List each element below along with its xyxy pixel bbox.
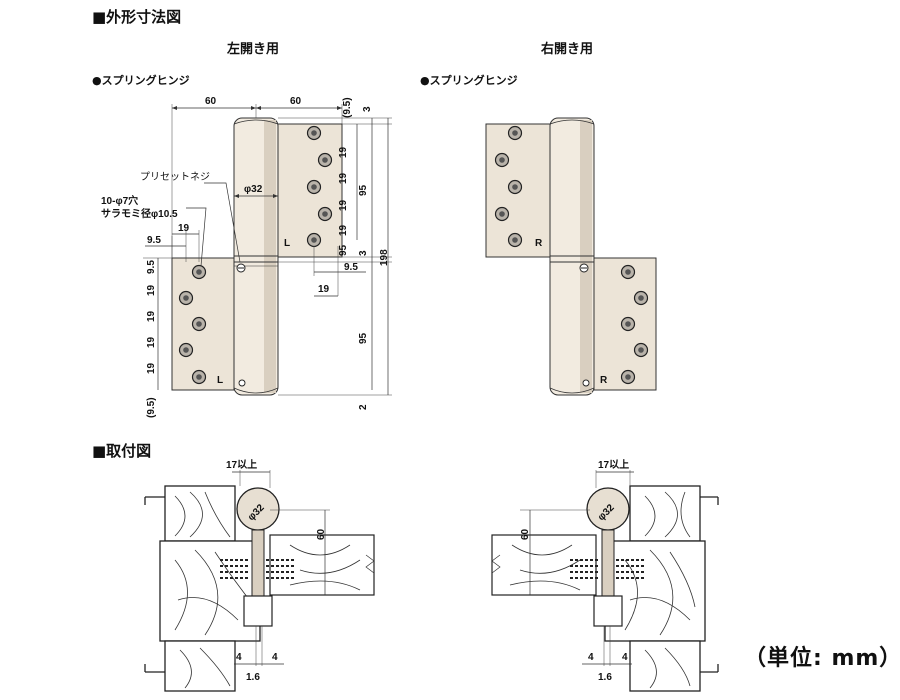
dim-3-top: 3 — [362, 106, 373, 112]
mounting-section-title: ■取付図 — [92, 442, 152, 460]
left-mark-lower: L — [217, 375, 223, 386]
mount-min17-left: 17以上 — [226, 458, 257, 471]
door-panel-left — [269, 534, 375, 596]
right-upper-holes — [494, 125, 523, 248]
right-lower-holes — [620, 264, 649, 385]
right-hinge-title: 右開き用 — [541, 42, 594, 57]
frame-wood-lower-left — [164, 640, 236, 692]
mounting-right: φ32 17以上 60 4 4 1.6 — [491, 458, 719, 692]
frame-wood-upper-right — [629, 485, 701, 542]
dim-9-5-top: (9.5) — [342, 97, 353, 118]
left-mark-upper: L — [284, 238, 290, 249]
dim-9-5-lower-left: 9.5 — [146, 260, 157, 274]
outline-section-title: ■外形寸法図 — [92, 8, 182, 26]
dim-19-topleft: 19 — [178, 223, 190, 234]
mount-1-6-right: 1.6 — [598, 672, 612, 683]
dim-19-l1: 19 — [146, 284, 157, 296]
dim-phi32: φ32 — [244, 184, 263, 195]
dim-95-small: 95 — [338, 244, 349, 256]
dim-60-right: 60 — [290, 96, 302, 107]
dim-19-u2: 19 — [338, 172, 349, 184]
left-hinge-title: 左開き用 — [227, 42, 280, 57]
dim-19-u3: 19 — [338, 199, 349, 211]
dim-9-5-bottom: (9.5) — [146, 397, 157, 418]
dim-9-5-right: 9.5 — [344, 262, 358, 273]
dim-2: 2 — [358, 404, 369, 410]
mount-60-left: 60 — [316, 528, 327, 540]
mount-gap4-a-left: 4 — [236, 652, 242, 663]
right-mark-upper: R — [535, 238, 543, 249]
callout-countersink: サラモミ径φ10.5 — [101, 207, 178, 220]
mount-gap4-b-left: 4 — [272, 652, 278, 663]
dim-95-lower: 95 — [358, 332, 369, 344]
frame-wood-upper-left — [164, 485, 236, 542]
screws-right — [570, 559, 646, 579]
right-mark-lower: R — [600, 375, 608, 386]
dim-9-5-topleft: 9.5 — [147, 235, 161, 246]
dim-19-u4: 19 — [338, 224, 349, 236]
screws-left — [220, 559, 296, 579]
mount-min17-right: 17以上 — [598, 458, 629, 471]
callout-preset-screw: プリセットネジ — [140, 171, 210, 183]
frame-wood-lower-right — [629, 640, 701, 692]
mount-gap4-b-right: 4 — [622, 652, 628, 663]
unit-label: （単位: mm） — [744, 646, 900, 671]
mount-60-right: 60 — [520, 528, 531, 540]
right-hinge: R R — [485, 117, 657, 396]
dim-198: 198 — [379, 249, 390, 266]
mount-gap4-a-right: 4 — [588, 652, 594, 663]
dim-95-upper: 95 — [358, 184, 369, 196]
left-hinge: L L 60 60 (9.5) 3 19 19 19 19 95 95 3 19… — [101, 96, 392, 418]
mounting-left: φ32 17以上 60 4 4 1.6 — [144, 458, 375, 692]
callout-holes: 10-φ7穴 — [101, 194, 138, 207]
dim-19-u1: 19 — [338, 146, 349, 158]
dim-19-l4: 19 — [146, 362, 157, 374]
dim-60-left: 60 — [205, 96, 217, 107]
mount-1-6-left: 1.6 — [246, 672, 260, 683]
dim-19-bottom-right: 19 — [318, 284, 330, 295]
spring-hinge-label-right: ●スプリングヒンジ — [420, 74, 518, 87]
left-upper-holes — [306, 125, 333, 248]
dim-19-l2: 19 — [146, 310, 157, 322]
spring-hinge-label-left: ●スプリングヒンジ — [92, 74, 190, 87]
left-lower-holes — [178, 264, 207, 385]
dim-19-l3: 19 — [146, 336, 157, 348]
dim-3-mid: 3 — [358, 250, 369, 256]
